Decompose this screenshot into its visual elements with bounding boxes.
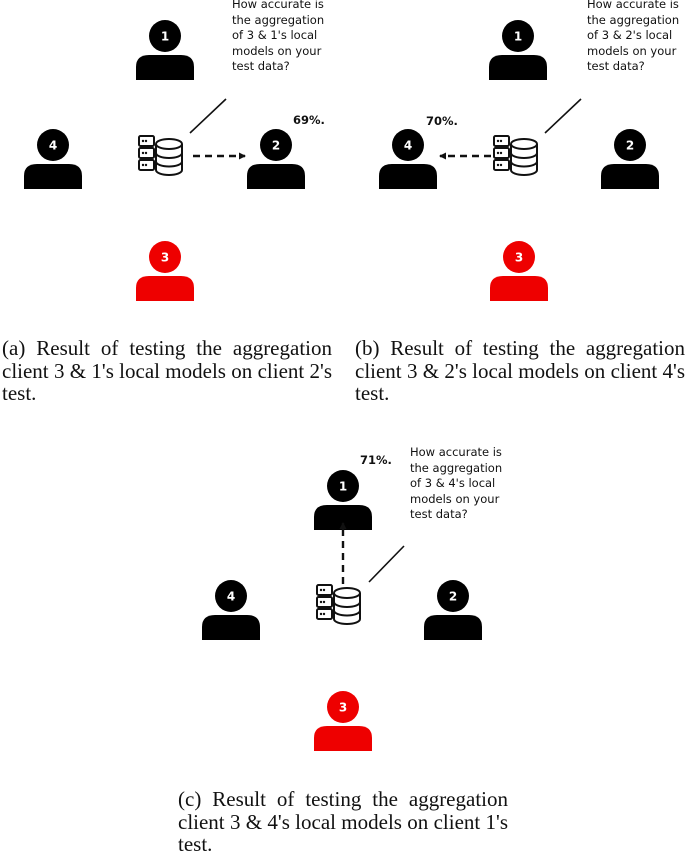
client-2-label: 2 — [626, 139, 634, 153]
panel-a-question: How accurate is the aggregation of 3 & 1… — [232, 0, 325, 73]
client-4-label: 4 — [404, 139, 412, 153]
client-4-person-icon: 4 — [379, 129, 437, 189]
client-2-person-icon: 2 — [424, 580, 482, 640]
client-2-person-icon: 2 — [601, 129, 659, 189]
client-4-person-icon: 4 — [24, 129, 82, 189]
client-3-person-icon: 3 — [490, 241, 548, 301]
pointer-line — [189, 98, 227, 134]
client-2-label: 2 — [272, 139, 280, 153]
client-1-person-icon: 1 — [314, 470, 372, 530]
panel-b-caption: (b) Result of testing the aggregation cl… — [355, 336, 685, 405]
panel-b-accuracy: 70%. — [426, 114, 458, 128]
client-4-person-icon: 4 — [202, 580, 260, 640]
client-3-label: 3 — [339, 701, 347, 715]
panel-a-accuracy: 69%. — [293, 113, 325, 127]
client-3-label: 3 — [161, 251, 169, 265]
server-database-icon — [138, 135, 183, 176]
client-4-label: 4 — [49, 139, 57, 153]
client-4-label: 4 — [227, 590, 235, 604]
pointer-line — [544, 98, 582, 134]
server-database-icon — [493, 135, 538, 176]
panel-a-diagram: 1 4 2 3 — [24, 20, 305, 301]
pointer-line — [368, 545, 405, 583]
client-3-person-icon: 3 — [136, 241, 194, 301]
panel-c-diagram: 1 4 2 3 — [202, 470, 482, 751]
client-3-person-icon: 3 — [314, 691, 372, 751]
client-1-label: 1 — [339, 480, 347, 494]
panel-b-diagram: 1 4 2 3 — [379, 20, 659, 301]
server-database-icon — [316, 584, 361, 625]
panel-c-question: How accurate is the aggregation of 3 & 4… — [410, 445, 503, 521]
client-2-person-icon: 2 — [247, 129, 305, 189]
panel-c-caption: (c) Result of testing the aggregation cl… — [178, 787, 508, 856]
panel-b-question: How accurate is the aggregation of 3 & 2… — [587, 0, 680, 73]
client-2-label: 2 — [449, 590, 457, 604]
client-1-label: 1 — [514, 30, 522, 44]
client-1-label: 1 — [161, 30, 169, 44]
client-1-person-icon: 1 — [136, 20, 194, 80]
client-1-person-icon: 1 — [489, 20, 547, 80]
client-3-label: 3 — [515, 251, 523, 265]
panel-c-accuracy: 71%. — [360, 453, 392, 467]
panel-a-caption: (a) Result of testing the aggregation cl… — [2, 336, 332, 405]
